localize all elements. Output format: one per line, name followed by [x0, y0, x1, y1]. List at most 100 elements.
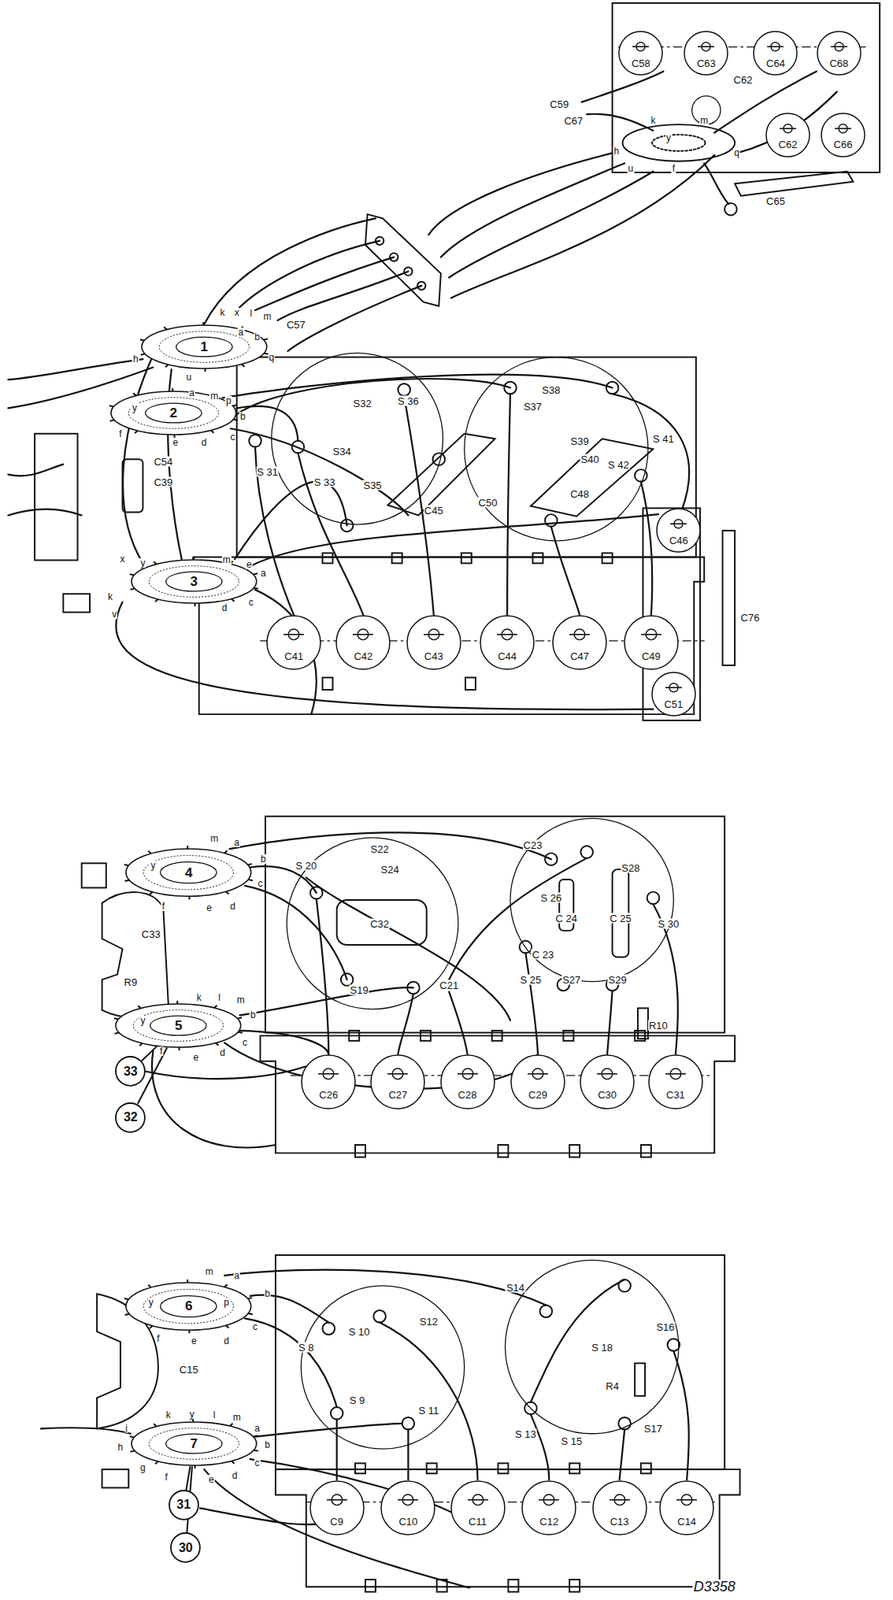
trimmer-capacitor: C64: [752, 30, 798, 76]
trimmer-capacitor: C28: [440, 1054, 496, 1110]
part-label: S16: [655, 1321, 675, 1332]
part-label: C63: [696, 58, 717, 69]
trimmer-capacitor: C14: [659, 1480, 715, 1536]
wire-part: [203, 218, 376, 325]
terminal-letter: m: [209, 391, 219, 401]
wafer-hole: [160, 861, 217, 883]
terminal-letter: e: [190, 1336, 198, 1346]
wire-part: [379, 1322, 478, 1481]
wafer-number: 6: [184, 1299, 193, 1313]
part-label: S 9: [348, 1395, 367, 1406]
trimmer-slot: [609, 1499, 630, 1501]
terminal-letter: f: [164, 1472, 169, 1483]
part-label: S 15: [559, 1435, 583, 1446]
terminal-letter: m: [222, 555, 232, 565]
part-label: C28: [457, 1089, 478, 1101]
part-label: C15: [178, 1364, 200, 1375]
part-label: C 25: [608, 913, 632, 924]
terminal-letter: y: [665, 133, 672, 143]
trimmer-capacitor-outline: [579, 1054, 635, 1110]
trimmer-slot: [326, 1499, 348, 1501]
wire-part: [407, 1430, 409, 1481]
part-label: C45: [423, 504, 445, 516]
terminal-letter: m: [699, 115, 709, 126]
wafer-hole: [166, 571, 223, 592]
trimmer-capacitor-outline: [510, 1054, 566, 1110]
part-label: S29: [607, 974, 628, 986]
terminal-letter: u: [185, 372, 193, 382]
trimmer-panel-part: [652, 134, 705, 152]
part-label: S 11: [417, 1404, 440, 1416]
terminal-letter: l: [212, 1410, 217, 1420]
trimmer-capacitor-outline: [592, 1480, 648, 1536]
wafer-ring: [128, 397, 219, 430]
wire-part: [297, 452, 364, 616]
chassis-plate-part: [563, 1030, 574, 1042]
chassis-plate-part: [322, 677, 334, 690]
wire-part: [551, 526, 580, 616]
part-label: C11: [467, 1516, 488, 1527]
trimmer-slot: [596, 1073, 618, 1075]
wire-part: [40, 1427, 131, 1434]
trimmer-capacitor: C44: [479, 615, 535, 671]
wire-part: [316, 899, 330, 1055]
part-label: C48: [569, 489, 590, 500]
chassis-plate-part: [634, 469, 648, 482]
trimmer-capacitor-outline: [266, 615, 322, 671]
trimmer-capacitor: C51: [651, 671, 697, 717]
wafer-number: 7: [188, 1437, 198, 1451]
trimmer-slot: [318, 1073, 339, 1075]
part-label: S34: [332, 445, 353, 456]
trimmer-capacitor-outline: [648, 1054, 704, 1110]
trimmer-slot: [670, 523, 687, 526]
wire-part: [151, 1051, 276, 1149]
chassis-plate-part: [492, 1030, 503, 1042]
callout-number: 31: [168, 1489, 200, 1521]
wafer-number: 1: [199, 340, 208, 354]
part-label: C 24: [555, 913, 579, 924]
terminal-letter: c: [256, 878, 264, 889]
terminal-letter: k: [649, 115, 656, 126]
wire-part: [250, 1459, 481, 1531]
trimmer-slot: [283, 633, 304, 636]
terminal-letter: d: [221, 603, 229, 613]
chassis-plate-part: [348, 1030, 360, 1042]
part-label: S 33: [313, 476, 337, 487]
terminal-letter: c: [251, 1322, 259, 1332]
trimmer-body: [618, 31, 663, 75]
chassis-plate-part: [497, 1463, 508, 1474]
trimmer-body: [451, 1481, 505, 1535]
part-label: C64: [765, 58, 786, 69]
trimmer-capacitor-outline: [380, 1480, 436, 1536]
wire-part: [336, 1419, 338, 1480]
trimmer-capacitor: C31: [648, 1054, 704, 1110]
wire-part: [234, 481, 348, 560]
chassis-plate-part: [365, 1579, 376, 1593]
trimmer-body: [624, 615, 679, 670]
part-label: C32: [369, 918, 390, 929]
trimmer-body: [766, 113, 810, 157]
wire-part: [586, 114, 653, 131]
trimmer-body: [821, 113, 865, 157]
part-label: S 30: [657, 918, 681, 929]
wafer-switch: 1: [140, 324, 268, 370]
part-label: C44: [496, 651, 518, 662]
terminal-letter: e: [207, 1474, 215, 1485]
wafer-switch: 7: [130, 1421, 258, 1467]
wire-part: [224, 1270, 546, 1306]
part-label: C49: [641, 651, 662, 662]
trimmer-body: [656, 508, 701, 553]
part-label: S 13: [514, 1428, 538, 1439]
part-label: C9: [329, 1516, 345, 1527]
trimmer-capacitor-outline: [651, 671, 697, 717]
chassis-plate-part: [602, 552, 613, 564]
chassis-plate-part: [322, 1322, 336, 1336]
trimmer-body: [511, 1055, 565, 1109]
part-label: C47: [569, 651, 590, 662]
trimmer-capacitor-outline: [552, 615, 608, 671]
terminal-letter: y: [149, 860, 156, 871]
trimmer-capacitor: C13: [592, 1480, 648, 1536]
part-label: S 41: [652, 433, 675, 445]
trimmer-capacitor: C47: [552, 615, 608, 671]
chassis-plate-part: [102, 892, 169, 1018]
